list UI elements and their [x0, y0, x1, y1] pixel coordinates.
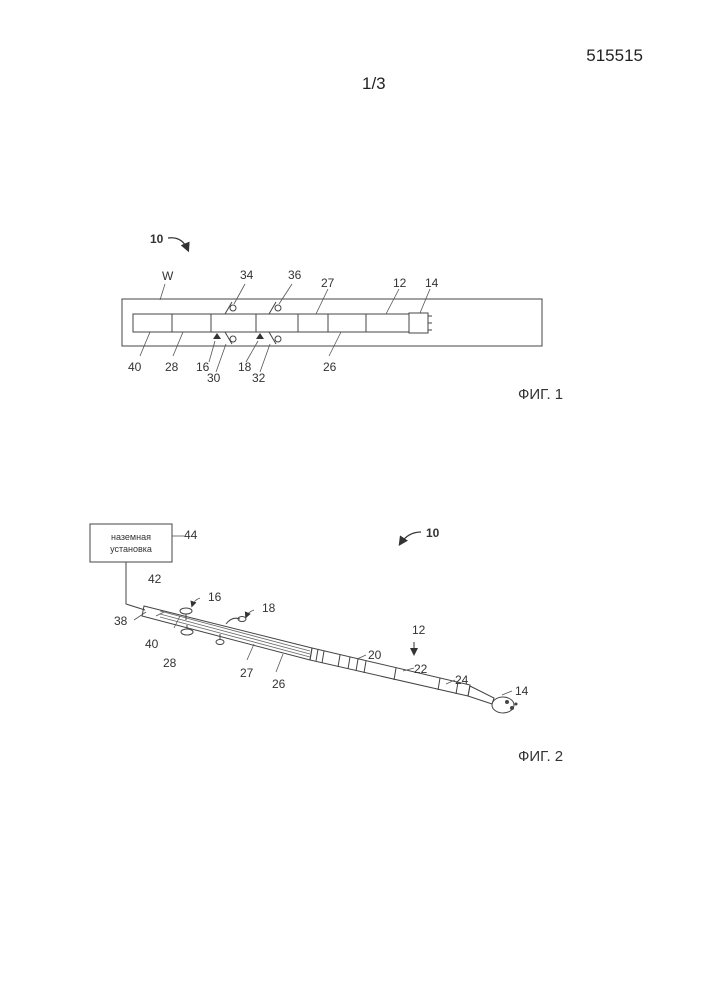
- fig2-label-16: 16: [208, 590, 222, 604]
- fig1-label-30: 30: [207, 371, 221, 385]
- fig2-label-22: 22: [414, 662, 428, 676]
- fig2-assembly-label: 10: [426, 526, 440, 540]
- fig1-wellbore: [122, 299, 542, 346]
- fig1-label-36: 36: [288, 268, 302, 282]
- fig2-label-14: 14: [515, 684, 529, 698]
- figure-2: 10 наземная установка: [90, 524, 563, 765]
- fig1-tool-string: [133, 314, 409, 332]
- fig1-label-12: 12: [393, 276, 407, 290]
- fig1-assembly-label: 10: [150, 232, 164, 246]
- fig1-label-27: 27: [321, 276, 335, 290]
- fig2-label-40: 40: [145, 637, 159, 651]
- figure-1: 10: [122, 232, 563, 403]
- fig2-surface-unit-box: [90, 524, 172, 562]
- fig2-label-27: 27: [240, 666, 254, 680]
- fig2-label-38: 38: [114, 614, 128, 628]
- fig2-label-28: 28: [163, 656, 177, 670]
- fig1-label-26: 26: [323, 360, 337, 374]
- fig1-label-14: 14: [425, 276, 439, 290]
- fig2-label-44: 44: [184, 528, 198, 542]
- fig1-caption: ФИГ. 1: [518, 386, 563, 403]
- fig2-stabilizer-16: [180, 608, 193, 635]
- fig2-caption: ФИГ. 2: [518, 748, 563, 765]
- fig2-label-26: 26: [272, 677, 286, 691]
- fig1-label-32: 32: [252, 371, 266, 385]
- fig2-assembly-arrow: [400, 532, 421, 544]
- fig1-drill-bit: [409, 313, 428, 333]
- fig1-label-W: W: [162, 269, 174, 283]
- fig2-label-12: 12: [412, 623, 426, 637]
- fig2-surface-unit-line1: наземная: [111, 532, 151, 542]
- fig2-label-18: 18: [262, 601, 276, 615]
- fig2-surface-unit-line2: установка: [110, 544, 152, 554]
- fig2-label-20: 20: [368, 648, 382, 662]
- fig1-label-28: 28: [165, 360, 179, 374]
- fig1-label-18: 18: [238, 360, 252, 374]
- fig2-drill-bit: [492, 697, 518, 713]
- fig2-cable: [126, 562, 145, 610]
- fig1-label-40: 40: [128, 360, 142, 374]
- fig2-label-42: 42: [148, 572, 162, 586]
- fig2-drill-string: [142, 606, 494, 704]
- fig2-label-24: 24: [455, 673, 469, 687]
- fig1-assembly-arrow: [168, 238, 188, 250]
- fig1-label-34: 34: [240, 268, 254, 282]
